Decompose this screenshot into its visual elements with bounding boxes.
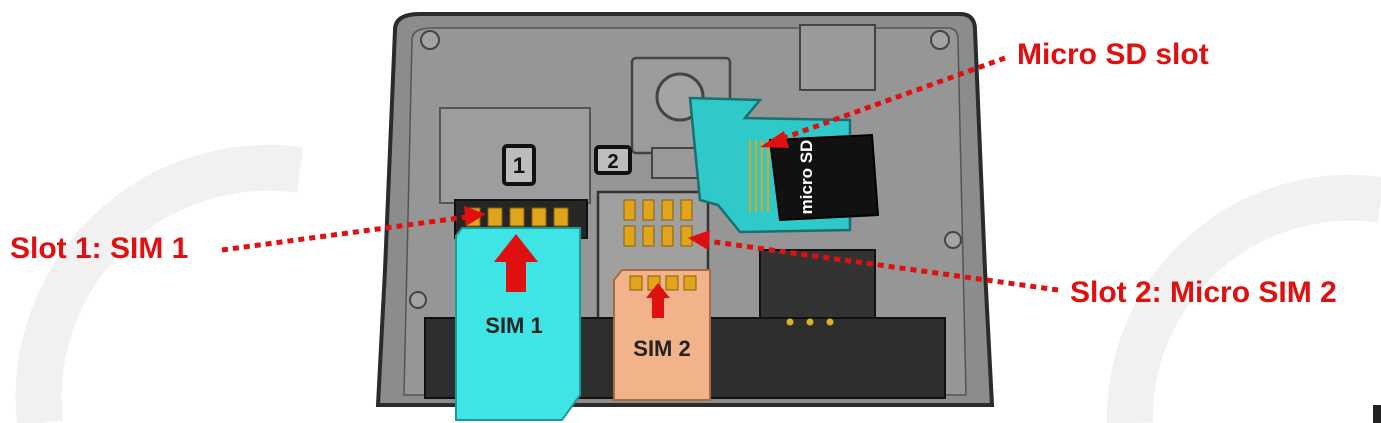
sim1-card-label: SIM 1 — [485, 313, 542, 338]
sim2-card-label: SIM 2 — [633, 336, 690, 361]
pointer-line-slot1 — [221, 213, 475, 253]
watermark-arcs — [15, 144, 1381, 423]
callout-pointers — [221, 55, 1059, 293]
sim1-contact — [509, 207, 525, 227]
sim2-card-contact — [665, 275, 679, 291]
screw-hole-mid-right — [944, 231, 962, 249]
screw-hole-top-right — [930, 30, 950, 50]
battery-pin — [826, 318, 834, 326]
callout-slot1-sim1: Slot 1: SIM 1 — [10, 232, 189, 265]
micro-sd-logo: micro SD — [797, 140, 816, 215]
battery-pins — [786, 318, 834, 326]
sim1-insert-arrow-icon — [494, 234, 538, 292]
connector-block — [759, 249, 876, 319]
sim2-contact — [661, 199, 674, 221]
module-top-right — [799, 24, 876, 91]
callout-slot2-micro-sim2: Slot 2: Micro SIM 2 — [1070, 276, 1337, 309]
callout-arrowheads — [464, 131, 789, 250]
sim2-card: SIM 2 — [613, 269, 711, 401]
sim2-card-contact — [629, 275, 643, 291]
sim1-contact — [487, 207, 503, 227]
screw-hole-mid-left — [409, 291, 427, 309]
sim2-card-body — [613, 269, 711, 401]
sim2-contact — [623, 199, 636, 221]
sim2-contacts — [623, 199, 693, 247]
slot-number-2: 2 — [607, 151, 618, 173]
slot-number-badge-1 — [502, 144, 536, 186]
pointer-line-slot2 — [699, 237, 1059, 293]
slot-number-badge-2 — [594, 145, 632, 175]
sim2-contact — [661, 225, 674, 247]
arrowhead-micro-sd-icon — [760, 131, 789, 148]
sim2-contact — [680, 225, 693, 247]
sim1-contact — [531, 207, 547, 227]
screw-hole-top-left — [420, 30, 440, 50]
edge-mark — [1373, 405, 1381, 423]
sim2-contact — [642, 225, 655, 247]
micro-sd-tray-ribs — [749, 140, 769, 212]
sim1-card: SIM 1 — [455, 227, 581, 421]
sim2-contact — [623, 225, 636, 247]
watermark-arc-left — [15, 144, 304, 423]
sim1-card-body — [455, 227, 581, 421]
micro-sd-card — [768, 133, 880, 222]
sim1-contacts — [465, 207, 569, 227]
sim2-contact — [642, 199, 655, 221]
sim1-contact — [553, 207, 569, 227]
pointer-line-micro-sd — [769, 55, 1006, 146]
watermark-arc-right — [1106, 174, 1381, 423]
slot-number-1: 1 — [513, 153, 525, 178]
callout-micro-sd-slot: Micro SD slot — [1017, 38, 1209, 71]
arrowhead-slot1-icon — [464, 206, 486, 226]
sim2-contact — [680, 199, 693, 221]
micro-sd-assembly: micro SD — [688, 96, 880, 234]
battery-pin — [786, 318, 794, 326]
sim2-insert-arrow-icon — [646, 283, 670, 318]
arrowhead-slot2-icon — [688, 230, 710, 250]
battery-pin — [806, 318, 814, 326]
sim2-card-contact — [683, 275, 697, 291]
